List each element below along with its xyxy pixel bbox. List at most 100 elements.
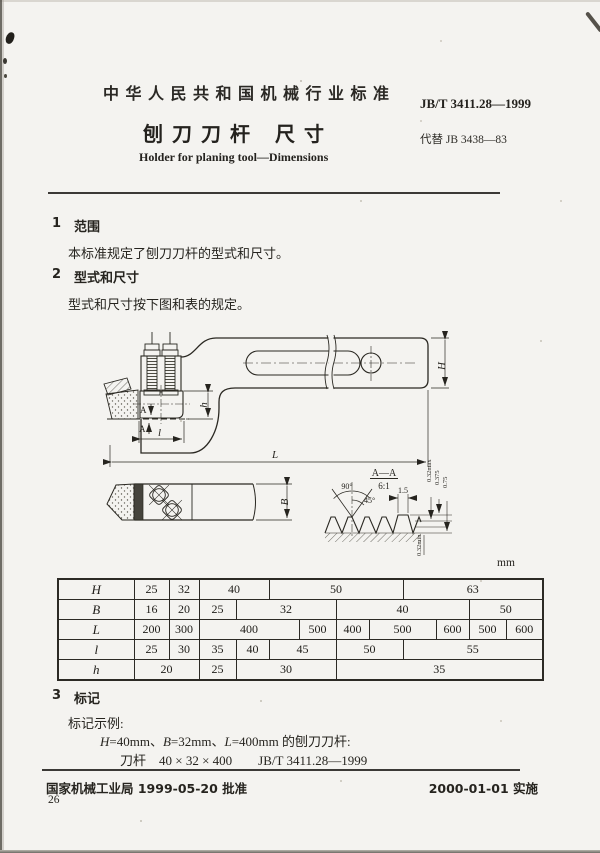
dim-roughness [410, 497, 452, 555]
tool-seat-block [139, 390, 184, 419]
ink-blob [4, 31, 16, 45]
cell: 30 [168, 639, 200, 660]
serration-profile [324, 514, 422, 535]
dim-L-label: L [271, 449, 278, 461]
tool-bit-body [105, 389, 139, 420]
table-unit-label: mm [497, 557, 515, 569]
cell: 25 [133, 578, 170, 600]
table-row: l 25 30 35 40 45 50 55 [57, 639, 544, 660]
paper-speckles [300, 80, 302, 82]
cell: 50 [335, 639, 404, 660]
cell: 500 [368, 619, 437, 640]
dim-pitch [389, 494, 417, 513]
table-row: h 20 25 30 35 [57, 659, 544, 681]
section-1-title: 范围 [74, 220, 101, 235]
cell: 40 [335, 599, 470, 620]
section-1-body: 本标准规定了刨刀刀杆的型式和尺寸。 [68, 246, 290, 261]
dim-B [256, 477, 292, 521]
shank-slot [245, 350, 361, 376]
cell: 40 [235, 639, 270, 660]
var-L: L [224, 734, 232, 749]
section-2-heading: 2 型式和尺寸 [52, 267, 139, 286]
var-H: H [100, 734, 110, 749]
cell: 500 [298, 619, 337, 640]
cell: 50 [468, 599, 544, 620]
marking-example-label: 标记示例: [68, 716, 124, 731]
section-scale-label: 6:1 [378, 481, 390, 491]
angle-arc-90 [333, 490, 371, 499]
val-H: =40mm、 [109, 734, 163, 749]
angle-arc-45 [351, 499, 365, 506]
dim-H-label: H [436, 361, 448, 371]
cell: 32 [168, 578, 200, 600]
cell: 200 [133, 619, 170, 640]
dimensions-table: H 25 32 40 50 63 B 16 20 25 32 40 50 L 2… [57, 578, 544, 681]
section-1-heading: 1 范围 [52, 216, 100, 235]
cell: 400 [335, 619, 370, 640]
dim-h-label: h [198, 402, 210, 408]
section-3-title: 标记 [74, 692, 101, 707]
side-view [103, 331, 449, 467]
marking-example-line: H=40mm、B=32mm、L=400mm 的刨刀刀杆: [100, 731, 351, 750]
cell: 25 [198, 659, 237, 681]
cell: 50 [268, 578, 404, 600]
cell: 20 [168, 599, 200, 620]
dim-L [103, 390, 429, 467]
footer-rule [42, 769, 520, 771]
bolt-head-topview [148, 484, 170, 506]
tool-bit-topview [106, 483, 135, 521]
header-rule [48, 192, 500, 194]
cell: 500 [468, 619, 507, 640]
section-3-number: 3 [52, 688, 62, 703]
bolt-head-topview [161, 499, 183, 521]
dim-H [431, 331, 449, 389]
section-1-number: 1 [52, 216, 62, 231]
clamp-bolt [161, 332, 179, 396]
cell: 20 [133, 659, 200, 681]
ink-dot-small [4, 74, 7, 78]
marking-designation: 刀杆 40 × 32 × 400 JB/T 3411.28—1999 [120, 753, 368, 768]
scan-left-edge [0, 0, 2, 853]
cell: 400 [198, 619, 300, 640]
r-mid-label: 0.375 [434, 470, 441, 485]
dim-B-label: B [279, 498, 291, 505]
section-2-body: 型式和尺寸按下图和表的规定。 [68, 297, 251, 312]
cell: 32 [235, 599, 337, 620]
angle-45-label: 45° [364, 496, 375, 505]
replaces-note: 代替 JB 3438—83 [420, 134, 507, 146]
row-label-h: h [57, 659, 135, 681]
scan-bottom-edge [0, 850, 600, 853]
val-L: =400mm 的刨刀刀杆: [231, 734, 351, 749]
bar-outline [134, 483, 253, 521]
fan-left-flank [331, 488, 353, 518]
scan-top-edge [0, 0, 600, 2]
section-2-title: 型式和尺寸 [74, 271, 140, 286]
table-row: H 25 32 40 50 63 [57, 578, 544, 600]
standard-number: JB/T 3411.28—1999 [420, 96, 532, 111]
cell: 600 [435, 619, 470, 640]
table-row: B 16 20 25 32 40 50 [57, 599, 544, 620]
break-line [331, 334, 337, 390]
tool-bit-tip [103, 377, 132, 396]
section-mark-top: A [140, 405, 147, 415]
row-label-L: L [57, 619, 135, 640]
section-3-heading: 3 标记 [52, 688, 100, 707]
row-label-B: B [57, 599, 135, 620]
dim-h [184, 384, 213, 420]
pitch-label: 1.5 [398, 486, 408, 495]
cell: 25 [198, 599, 237, 620]
ink-dot [3, 58, 7, 64]
cell: 35 [198, 639, 237, 660]
var-B: B [162, 734, 171, 749]
clamp-bolt [143, 332, 161, 396]
page-number: 26 [48, 794, 60, 806]
cell: 35 [335, 659, 544, 681]
bar-break-edge [252, 483, 256, 521]
dim-l [132, 421, 185, 443]
cell: 55 [402, 639, 544, 660]
footer-implementation: 2000-01-01 实施 [428, 781, 538, 796]
footer-approval: 国家机械工业局 1999-05-20 批准 [46, 781, 248, 796]
val-B: =32mm、 [170, 734, 225, 749]
dim-l-label: l [158, 427, 161, 439]
r-top-label: 0.75 [442, 477, 449, 488]
